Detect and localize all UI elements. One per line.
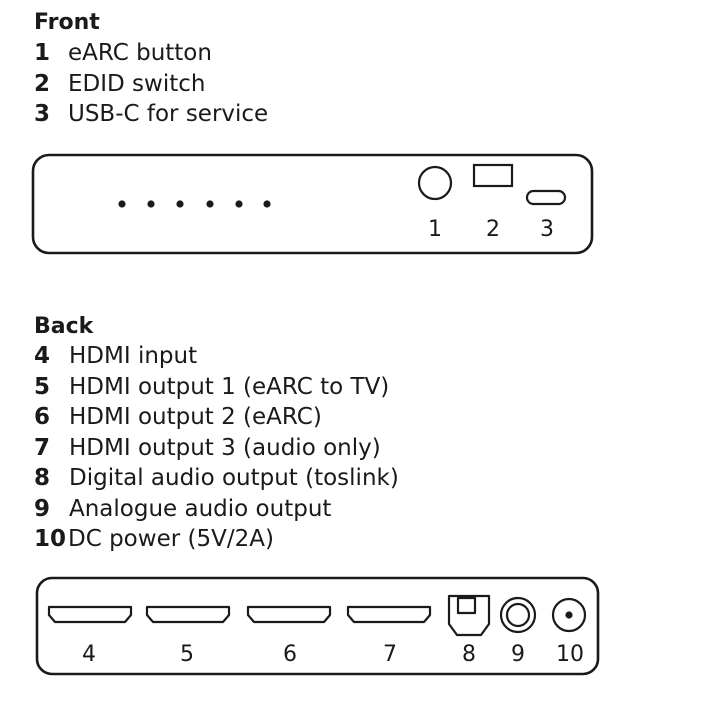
back-heading: Back bbox=[34, 314, 94, 339]
led-indicator bbox=[206, 200, 214, 208]
legend-item-hdmi-output-2: 6 HDMI output 2 (eARC) bbox=[34, 402, 399, 433]
legend-number: 5 bbox=[34, 373, 51, 400]
callout-7: 7 bbox=[383, 642, 397, 667]
legend-label: Analogue audio output bbox=[69, 495, 332, 522]
legend-label: USB-C for service bbox=[68, 101, 269, 127]
dc-power-pin bbox=[565, 611, 573, 619]
front-panel-diagram: 1 2 3 bbox=[31, 153, 594, 255]
callout-5: 5 bbox=[180, 642, 194, 667]
legend-label: eARC button bbox=[68, 40, 212, 66]
callout-6: 6 bbox=[283, 642, 297, 667]
legend-item-edid-switch: 2 EDID switch bbox=[34, 69, 268, 100]
legend-label: HDMI output 1 (eARC to TV) bbox=[69, 373, 390, 400]
legend-label: HDMI output 2 (eARC) bbox=[69, 404, 322, 430]
led-indicator-row bbox=[118, 200, 271, 208]
hdmi-output-1-port-icon bbox=[145, 605, 231, 624]
analogue-audio-port-inner bbox=[505, 602, 531, 628]
hdmi-output-3-port-icon bbox=[346, 605, 432, 624]
legend-number: 1 bbox=[34, 40, 51, 66]
hdmi-input-port-icon bbox=[47, 605, 133, 624]
callout-2: 2 bbox=[486, 217, 500, 242]
earc-button-icon bbox=[417, 165, 453, 201]
front-panel-outline bbox=[31, 153, 594, 255]
callout-10: 10 bbox=[556, 642, 584, 667]
legend-number: 7 bbox=[34, 434, 51, 461]
led-indicator bbox=[235, 200, 243, 208]
legend-item-analogue-audio: 9 Analogue audio output bbox=[34, 494, 399, 525]
callout-8: 8 bbox=[462, 642, 476, 667]
legend-label: DC power (5V/2A) bbox=[68, 526, 274, 552]
hdmi-output-2-port-icon bbox=[246, 605, 332, 624]
legend-number: 8 bbox=[34, 465, 51, 491]
analogue-audio-port-icon bbox=[499, 596, 537, 634]
legend-item-hdmi-output-3: 7 HDMI output 3 (audio only) bbox=[34, 433, 399, 464]
legend-number: 6 bbox=[34, 404, 51, 430]
legend-number: 4 bbox=[34, 343, 51, 369]
back-panel-diagram: 4 5 6 7 8 9 10 bbox=[35, 576, 600, 676]
led-indicator bbox=[263, 200, 271, 208]
dc-power-port-icon bbox=[551, 597, 587, 633]
toslink-port-icon bbox=[447, 594, 491, 637]
legend-item-dc-power: 10 DC power (5V/2A) bbox=[34, 524, 399, 555]
callout-4: 4 bbox=[82, 642, 96, 667]
toslink-port-inner bbox=[456, 596, 477, 615]
usb-c-port-icon bbox=[525, 189, 567, 206]
legend-label: HDMI input bbox=[69, 343, 198, 369]
legend-number: 9 bbox=[34, 495, 51, 522]
legend-label: EDID switch bbox=[68, 70, 206, 97]
legend-item-usb-c: 3 USB-C for service bbox=[34, 99, 268, 130]
edid-switch-icon bbox=[472, 163, 514, 188]
back-panel-outline bbox=[35, 576, 600, 676]
led-indicator bbox=[118, 200, 126, 208]
callout-3: 3 bbox=[540, 217, 554, 242]
legend-number: 2 bbox=[34, 70, 51, 97]
legend-item-toslink: 8 Digital audio output (toslink) bbox=[34, 463, 399, 494]
front-legend: 1 eARC button 2 EDID switch 3 USB-C for … bbox=[34, 38, 268, 130]
back-legend: 4 HDMI input 5 HDMI output 1 (eARC to TV… bbox=[34, 341, 399, 555]
led-indicator bbox=[176, 200, 184, 208]
front-heading: Front bbox=[34, 10, 100, 35]
legend-label: HDMI output 3 (audio only) bbox=[69, 434, 381, 461]
legend-item-hdmi-input: 4 HDMI input bbox=[34, 341, 399, 372]
legend-item-earc-button: 1 eARC button bbox=[34, 38, 268, 69]
legend-number: 10 bbox=[34, 526, 67, 552]
callout-1: 1 bbox=[428, 217, 442, 242]
callout-9: 9 bbox=[511, 642, 525, 667]
legend-item-hdmi-output-1: 5 HDMI output 1 (eARC to TV) bbox=[34, 372, 399, 403]
legend-label: Digital audio output (toslink) bbox=[69, 465, 399, 491]
legend-number: 3 bbox=[34, 101, 51, 127]
led-indicator bbox=[147, 200, 155, 208]
